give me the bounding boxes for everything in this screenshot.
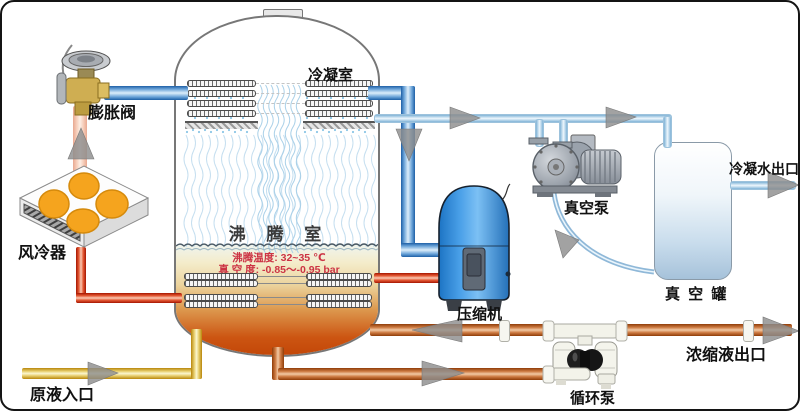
tube-gap-line [256,113,305,114]
flow-arrow-upleft-icon [554,229,580,259]
tube-connector [256,304,308,305]
diaphragm-chamber [552,341,576,379]
condenser-tube-row [305,100,373,107]
condensate-tray [303,121,375,129]
pipe-cooler-to-valve [73,106,87,172]
air-cooler-label: 风冷器 [18,245,67,262]
heater-tube-row [306,280,372,287]
terminal-box [570,134,596,153]
pipe-to-circulation-pump [278,368,554,380]
raw-liquid-inlet-pipe [22,368,202,379]
tube-connector [256,283,308,284]
boiling-chamber-label: 沸 腾 室 [228,225,330,244]
motor [580,149,622,185]
pipe-cooler-to-vessel [76,293,182,303]
heater-tube-row [184,280,258,287]
capillary-tube [61,44,73,77]
heater-tube-row [184,301,258,308]
fan-icon [38,172,129,234]
pump-bottom-manifold [549,367,591,381]
pipe-collar [499,320,510,342]
condenser-chamber-label: 冷凝室 [308,67,354,84]
vacuum-tank [654,142,732,280]
compressor-wire [501,183,511,201]
pipe-cooler-down [76,247,86,303]
condensate-outlet-label: 冷凝水出口 [729,161,799,177]
pipe-to-compressor-vertical [401,86,415,256]
raw-liquid-riser [191,329,202,379]
valve-diaphragm-disc [61,50,111,72]
vacuum-line-to-tank [374,114,672,123]
pipe-valve-to-condenser [104,86,188,100]
condensate-tray [185,121,258,129]
condenser-tube-row [305,80,373,87]
concentrate-outlet-pipe [370,324,792,336]
diaphragm-center [567,349,589,371]
vacuum-pump-flange-line [559,119,568,147]
condenser-tube-row [187,110,256,117]
evaporator-vessel: 冷凝室 沸 腾 室 沸腾温度: 32~35 ℃ 真 空 度: -0.85～-0.… [174,15,380,357]
heater-tube-row [184,273,258,280]
vacuum-tank-label: 真 空 罐 [665,286,729,303]
heater-tube-row [184,294,258,301]
heater-tube-row [306,294,372,301]
compressor [438,183,511,311]
pipe-collar [743,320,754,342]
tube-gap-line [256,83,305,84]
heater-tube-row [306,273,372,280]
cooler-top-face [18,165,150,231]
sensing-bulb [56,72,67,105]
tube-gap-line [256,93,305,94]
tube-connector [256,276,308,277]
condenser-tube-row [187,80,256,87]
boiling-temperature-annotation: 沸腾温度: 32~35 ℃ [232,252,326,264]
tube-connector [256,297,308,298]
pipe-compressor-discharge [374,273,440,283]
vacuum-line-tank-inlet [663,116,672,148]
condenser-tube-row [187,100,256,107]
condensate-outlet-pipe [730,181,796,190]
compressor-label: 压缩机 [457,306,503,323]
heater-tube-row [306,301,372,308]
pump-base [532,185,618,194]
concentrate-outlet-label: 浓缩液出口 [686,347,767,364]
condenser-tube-row [187,90,256,97]
pipe-compressor-suction [401,243,441,257]
condenser-tube-row [305,110,373,117]
tube-gap-line [256,103,305,104]
vacuum-pump-flange-line [535,119,544,147]
vacuum-pump-label: 真空泵 [564,200,610,217]
circulation-pump-label: 循环泵 [570,390,616,407]
pump-casing [532,143,580,191]
terminal-cover [462,247,486,291]
condenser-tube-row [305,90,373,97]
compressor-body [438,185,510,301]
expansion-valve-label: 膨胀阀 [88,105,137,122]
diaphragm-chamber [594,341,618,379]
cooler-vent-grille [23,203,81,242]
raw-liquid-inlet-label: 原液入口 [30,387,95,404]
